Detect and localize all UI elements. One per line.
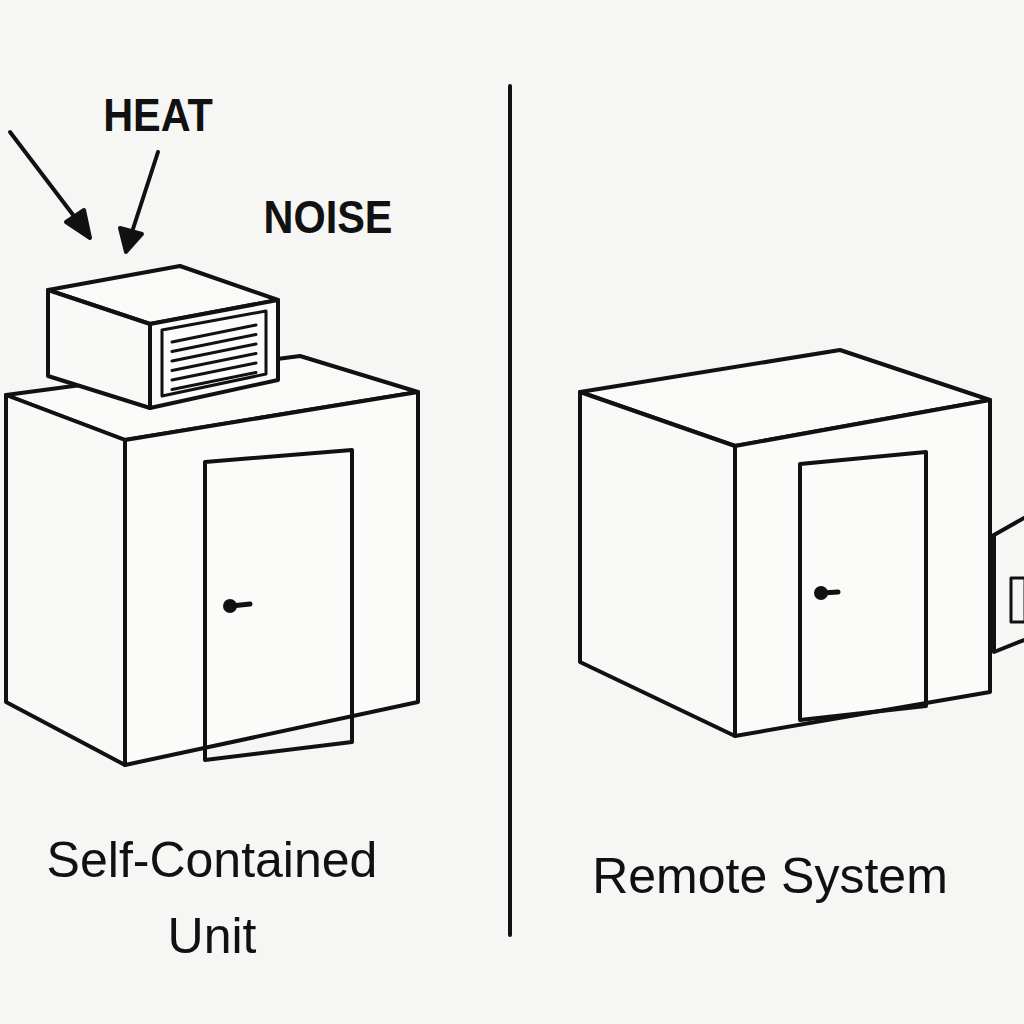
vent-grille — [172, 325, 256, 390]
callout-label: HEAT — [68, 88, 248, 142]
heat-arrow — [10, 132, 158, 252]
grille-slat — [172, 325, 256, 342]
condenser-unit — [48, 266, 278, 408]
grille-slat — [172, 373, 256, 390]
grille-slat — [172, 354, 256, 371]
cooler-box — [580, 350, 990, 736]
unit-caption: Self-Contained Unit — [17, 822, 407, 974]
grille-slat — [172, 363, 256, 380]
unit-caption: Remote System — [550, 846, 990, 906]
divider-line — [508, 86, 512, 935]
grille-slat — [172, 344, 256, 361]
grille-slat — [172, 335, 256, 352]
cooler-box — [6, 356, 418, 765]
callout-label: NOISE — [238, 190, 418, 244]
remote-condenser — [994, 518, 1024, 652]
